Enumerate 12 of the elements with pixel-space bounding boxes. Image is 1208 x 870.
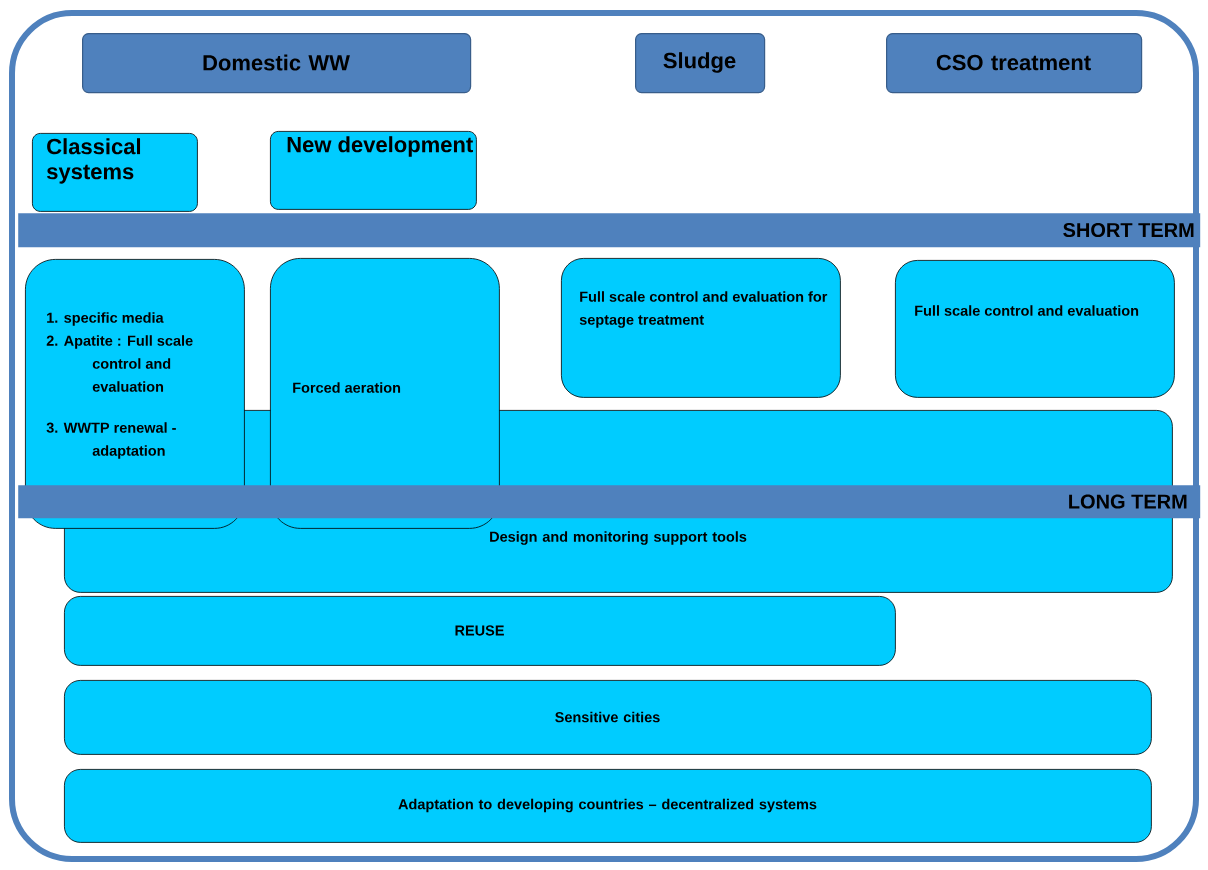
task-box: Full scale control and evaluation <box>895 260 1175 398</box>
category-box: New development <box>270 131 477 210</box>
header-box: Sludge <box>635 33 766 94</box>
theme-box: Adaptation to developing countries – decentralized systems <box>64 769 1152 843</box>
timeline-band: SHORT TERM <box>18 213 1201 248</box>
category-box: Classical systems <box>32 133 198 212</box>
header-box: Domestic WW <box>82 33 472 94</box>
theme-box: Sensitive cities <box>64 680 1152 755</box>
theme-box: REUSE <box>64 596 896 666</box>
header-box: CSO treatment <box>886 33 1143 94</box>
task-box: Full scale control and evaluation for septage treatment <box>561 258 841 398</box>
timeline-band: LONG TERM <box>18 485 1201 519</box>
